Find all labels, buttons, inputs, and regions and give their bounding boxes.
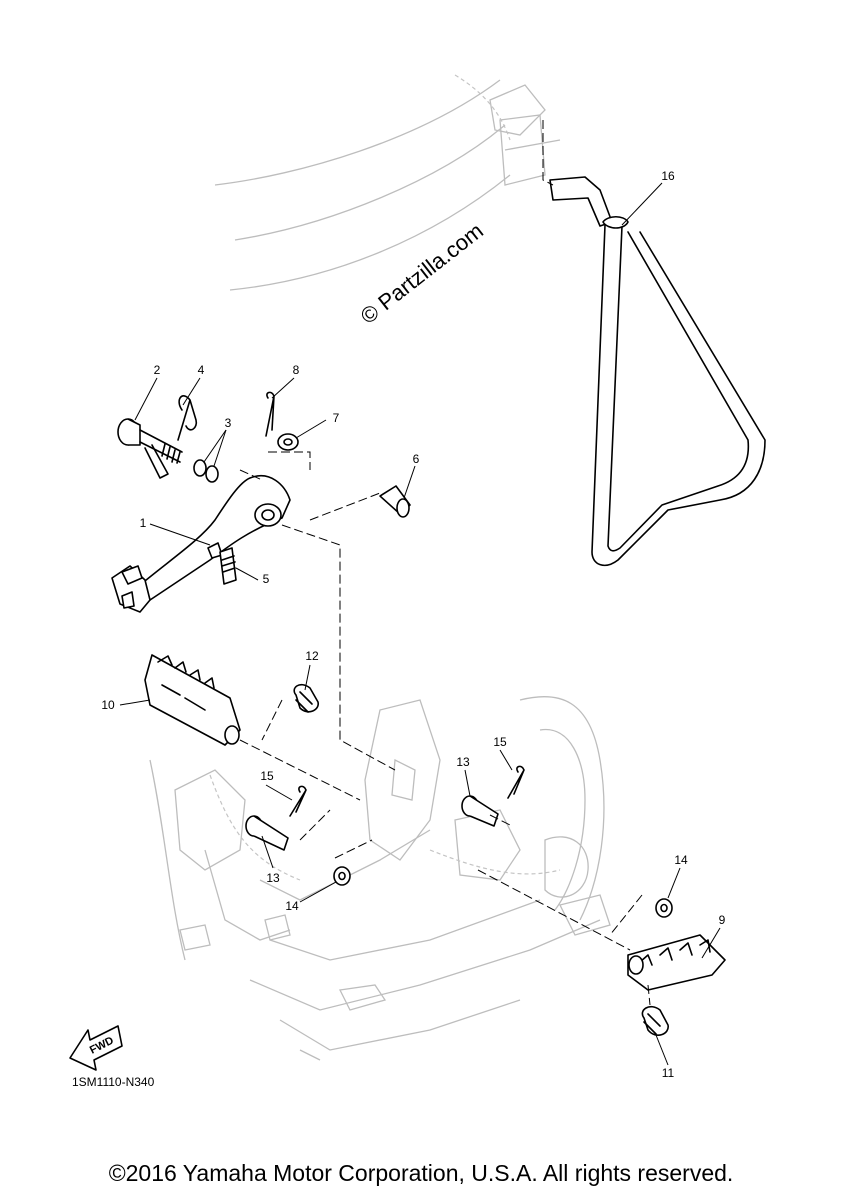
callout-numbers: 2 4 3 8 7 6 1 5 16 12 10 15 13 14 15 13 … xyxy=(101,169,725,1080)
fwd-arrow-icon: FWD xyxy=(69,1025,123,1071)
callout-10: 10 xyxy=(101,698,115,712)
part-8-cotter-pin xyxy=(265,391,275,437)
part-15-cotter-pin-left xyxy=(289,785,307,817)
callout-12: 12 xyxy=(305,649,319,663)
part-10-footpeg-left xyxy=(144,654,241,746)
callout-4: 4 xyxy=(198,363,205,377)
callout-14-left: 14 xyxy=(285,899,299,913)
leader-lines xyxy=(119,182,721,1066)
part-12-spring xyxy=(293,683,319,713)
part-13-pin-left xyxy=(245,815,289,851)
watermark-text: © Partzilla.com xyxy=(356,218,488,329)
callout-15-left: 15 xyxy=(260,769,274,783)
callout-16: 16 xyxy=(661,169,675,183)
callout-13-right: 13 xyxy=(456,755,470,769)
part-6-clevis-pin xyxy=(379,485,411,518)
diagram-code: 1SM1110-N340 xyxy=(72,1075,155,1089)
part-13-pin-right xyxy=(461,795,499,827)
part-11-spring xyxy=(641,1005,669,1036)
callout-5: 5 xyxy=(263,572,270,586)
part-16-stand xyxy=(549,176,766,567)
assembly-lines xyxy=(239,120,651,1006)
part-5-spring xyxy=(219,547,237,585)
part-3-o-rings xyxy=(193,459,219,483)
callout-14-right: 14 xyxy=(674,853,688,867)
callout-13-left: 13 xyxy=(266,871,280,885)
part-14-washer-left xyxy=(333,866,351,886)
copyright-notice: ©2016 Yamaha Motor Corporation, U.S.A. A… xyxy=(108,1160,734,1186)
part-15-cotter-pin-right xyxy=(507,765,525,799)
callout-15-right: 15 xyxy=(493,735,507,749)
part-7-washer xyxy=(277,433,299,451)
callout-9: 9 xyxy=(719,913,726,927)
callout-1: 1 xyxy=(140,516,147,530)
callout-8: 8 xyxy=(293,363,300,377)
part-9-footpeg-right xyxy=(627,934,726,991)
callout-7: 7 xyxy=(333,411,340,425)
part-2-pivot-bolt xyxy=(117,418,183,479)
part-1-brake-pedal xyxy=(111,475,291,613)
part-4-r-pin xyxy=(177,395,198,441)
part-14-washer-right xyxy=(655,898,673,918)
frame-ghost-outline xyxy=(149,74,611,1061)
callout-3: 3 xyxy=(225,416,232,430)
callout-11: 11 xyxy=(662,1066,675,1080)
callout-2: 2 xyxy=(154,363,161,377)
callout-6: 6 xyxy=(413,452,420,466)
